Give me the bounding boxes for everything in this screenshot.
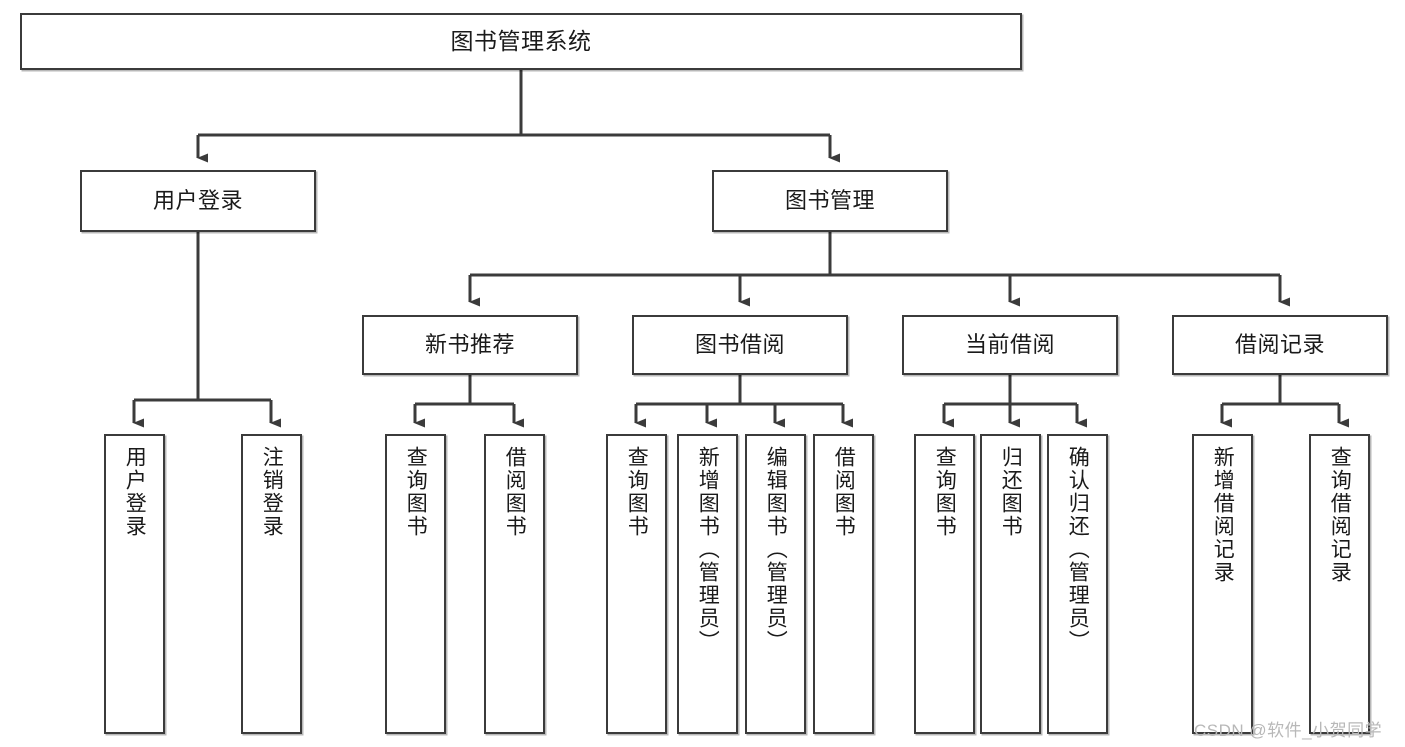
leaf-record-add-borrow-record[interactable]: 新增借阅记录 [1192,434,1253,734]
node-label: 当前借阅 [964,332,1055,358]
node-label: 编辑图书（管理员） [764,446,788,653]
node-label: 用户登录 [152,188,243,214]
node-label: 图书借阅 [694,332,785,358]
leaf-current-query-book[interactable]: 查询图书 [914,434,975,734]
node-label: 新增图书（管理员） [696,446,720,653]
node-label: 查询图书 [933,446,957,538]
leaf-borrow-query-book[interactable]: 查询图书 [606,434,667,734]
leaf-logout[interactable]: 注销登录 [241,434,302,734]
leaf-record-query-borrow-record[interactable]: 查询借阅记录 [1309,434,1370,734]
watermark: CSDN @软件_小贺同学 [1194,721,1383,740]
node-new-book-recommend[interactable]: 新书推荐 [362,315,578,375]
node-label: 图书管理 [784,188,875,214]
leaf-borrow-borrow-book[interactable]: 借阅图书 [813,434,874,734]
leaf-recommend-query-book[interactable]: 查询图书 [385,434,446,734]
leaf-borrow-add-book-admin[interactable]: 新增图书（管理员） [677,434,738,734]
node-label: 查询图书 [625,446,649,538]
node-label: 归还图书 [999,446,1023,538]
leaf-user-login[interactable]: 用户登录 [104,434,165,734]
node-label: 借阅记录 [1234,332,1325,358]
leaf-borrow-edit-book-admin[interactable]: 编辑图书（管理员） [745,434,806,734]
leaf-current-return-book[interactable]: 归还图书 [980,434,1041,734]
node-book-borrow[interactable]: 图书借阅 [632,315,848,375]
node-current-borrow[interactable]: 当前借阅 [902,315,1118,375]
node-label: 新增借阅记录 [1211,446,1235,584]
leaf-recommend-borrow-book[interactable]: 借阅图书 [484,434,545,734]
node-label: 查询图书 [404,446,428,538]
node-label: 借阅图书 [832,446,856,538]
node-borrow-record[interactable]: 借阅记录 [1172,315,1388,375]
node-user-login[interactable]: 用户登录 [80,170,316,232]
node-label: 新书推荐 [424,332,515,358]
node-label: 确认归还（管理员） [1066,446,1090,653]
leaf-current-confirm-return-admin[interactable]: 确认归还（管理员） [1047,434,1108,734]
node-label: 图书管理系统 [450,28,592,55]
node-root-book-management-system[interactable]: 图书管理系统 [20,13,1022,70]
node-book-management[interactable]: 图书管理 [712,170,948,232]
node-label: 用户登录 [123,446,147,538]
node-label: 注销登录 [260,446,284,538]
node-label: 查询借阅记录 [1328,446,1352,584]
node-label: 借阅图书 [503,446,527,538]
